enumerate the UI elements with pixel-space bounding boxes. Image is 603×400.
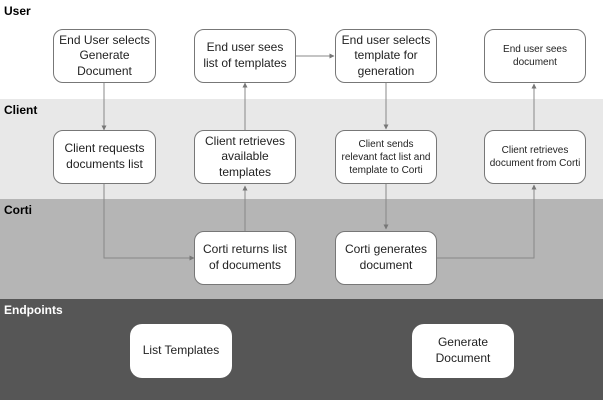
node-user-sees-document: End user sees document bbox=[484, 29, 586, 83]
lane-label-user: User bbox=[4, 4, 31, 18]
endpoint-generate-document: Generate Document bbox=[412, 324, 514, 378]
node-corti-returns-list: Corti returns list of documents bbox=[194, 231, 296, 285]
node-client-sends-facts: Client sends relevant fact list and temp… bbox=[335, 130, 437, 184]
lane-label-corti: Corti bbox=[4, 203, 32, 217]
node-corti-generates: Corti generates document bbox=[335, 231, 437, 285]
node-user-sees-list: End user sees list of templates bbox=[194, 29, 296, 83]
node-client-requests-list: Client requests documents list bbox=[53, 130, 156, 184]
lane-label-client: Client bbox=[4, 103, 38, 117]
lane-corti: Corti bbox=[0, 199, 603, 300]
endpoint-list-templates: List Templates bbox=[130, 324, 232, 378]
node-user-selects-template: End user selects template for generation bbox=[335, 29, 437, 83]
node-user-selects-generate: End User selects Generate Document bbox=[53, 29, 156, 83]
node-client-retrieves-templates: Client retrieves available templates bbox=[194, 130, 296, 184]
node-client-retrieves-document: Client retrieves document from Corti bbox=[484, 130, 586, 184]
lane-label-endpoints: Endpoints bbox=[4, 303, 63, 317]
